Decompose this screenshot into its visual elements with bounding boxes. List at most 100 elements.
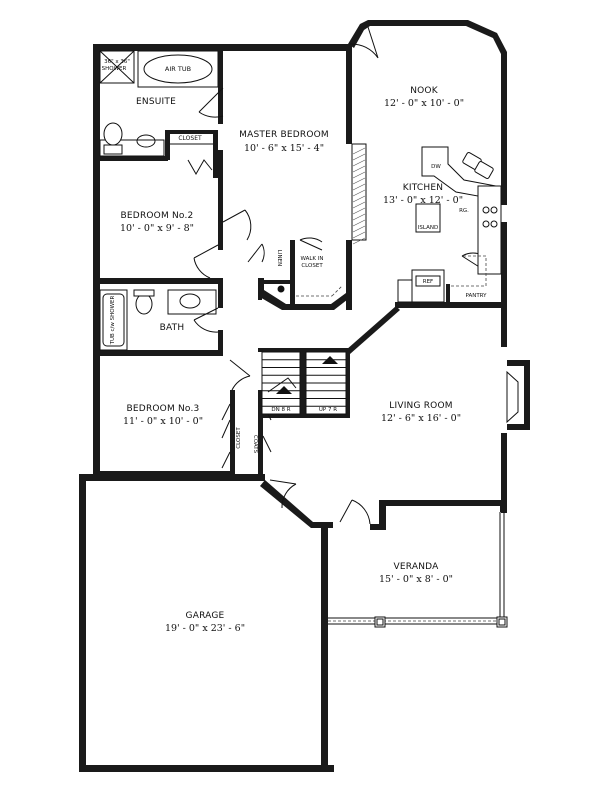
stairs: DN 8 R UP 7 R (261, 351, 347, 415)
east-wall-lower (501, 433, 507, 513)
ensuite-closet-wall (165, 132, 170, 160)
ensuite-sink (136, 134, 156, 148)
stair-divider (300, 350, 306, 416)
sink-right (474, 161, 494, 179)
veranda-column-2 (496, 616, 508, 628)
partition-hatch (352, 147, 366, 155)
garage-south-wall (79, 765, 334, 772)
stair-break (267, 377, 297, 393)
kitchen-island (415, 203, 441, 233)
bath-door (193, 307, 219, 333)
bath-vanity (167, 289, 217, 315)
garage-name: GARAGE (186, 611, 225, 621)
living-angle-wall (346, 306, 400, 354)
living-south-wall (385, 500, 507, 506)
veranda-dim: 15' - 0" x 8' - 0" (379, 574, 453, 585)
partition-hatch (352, 219, 366, 227)
partition-hatch (352, 231, 366, 239)
entry-jog (370, 500, 386, 530)
pantry-wall (446, 284, 450, 302)
front-door (339, 499, 371, 525)
walk-in-linen-divider (290, 240, 295, 304)
fridge-side-counter (397, 279, 413, 303)
master-dim: 10' - 6" x 15' - 4" (244, 143, 324, 154)
burner-3 (482, 220, 490, 228)
veranda-column-1 (374, 616, 386, 628)
bedroom3-dim: 11' - 0" x 10' - 0" (123, 416, 203, 427)
partition-hatch (352, 183, 366, 191)
kitchen-fixtures: DW ISLAND RG. REF PANTRY (351, 143, 502, 303)
bed3-door (229, 359, 251, 391)
entry-angle-wall (260, 480, 333, 528)
walk-in-rod-2 (331, 285, 343, 297)
bedroom2-dim: 10' - 0" x 9' - 8" (120, 223, 194, 234)
partition-hatch (352, 237, 366, 245)
ensuite-toilet-bowl (103, 122, 123, 146)
bedroom2-name: BEDROOM No.2 (121, 211, 194, 221)
kitchen-partition (351, 143, 367, 241)
island-label: ISLAND (418, 225, 438, 231)
fireplace-bump (507, 360, 530, 430)
veranda-name: VERANDA (394, 562, 440, 572)
bath-east-wall-upper (218, 278, 223, 308)
master-nook-wall-upper (346, 44, 352, 144)
fireplace-hearth (506, 370, 519, 424)
partition-hatch (352, 153, 366, 161)
bath-toilet-bowl (135, 293, 153, 315)
garage-door-swing (269, 479, 297, 509)
bed2-south-wall (93, 278, 223, 284)
partition-hatch (352, 201, 366, 209)
kitchen-name: KITCHEN (403, 183, 443, 193)
linen-door (247, 243, 265, 263)
nook-door (349, 26, 379, 59)
bath-sink (179, 293, 201, 309)
kitchen-dim: 13' - 0" x 12' - 0" (383, 195, 463, 206)
ensuite-label: ENSUITE (136, 97, 176, 107)
ensuite-door (198, 87, 224, 118)
air-tub (143, 54, 213, 84)
bath-tub (99, 289, 128, 351)
closet-labels: WALK IN CLOSET LINEN CLOSET COATS (236, 250, 343, 454)
ensuite-fixtures: 36" x 36" SHOWER AIR TUB ENSUITE CLOSET (99, 50, 219, 176)
range-label: RG. (459, 208, 469, 214)
kitchen-east-counter (477, 185, 502, 275)
kitchen-living-wall (395, 302, 501, 308)
dn-label: DN 8 R (271, 407, 290, 413)
walk-in-label-1: WALK IN (300, 256, 323, 262)
burner-1 (482, 206, 490, 214)
veranda-column-1-inner (376, 618, 384, 626)
master-name: MASTER BEDROOM (239, 130, 329, 140)
closet-east-wall (213, 130, 218, 178)
up-label: UP 7 R (319, 407, 337, 413)
tub-shower-label: TUB c/w SHOWER (110, 295, 116, 345)
stair-south-wall (258, 414, 350, 418)
partition-hatch (352, 225, 366, 233)
garage-dim: 19' - 0" x 23' - 6" (165, 623, 245, 634)
ensuite-south-wall (93, 156, 168, 161)
bifold-door (187, 159, 213, 176)
linen-label: LINEN (276, 250, 282, 266)
nook-bay-wall (348, 20, 507, 205)
living-name: LIVING ROOM (389, 401, 452, 411)
ensuite-closet-label: CLOSET (178, 135, 202, 142)
bath-south-wall (93, 350, 223, 356)
room-labels: NOOK 12' - 0" x 10' - 0" KITCHEN 13' - 0… (120, 86, 464, 634)
ensuite-master-wall (218, 44, 223, 124)
up-arrow (322, 356, 338, 364)
west-wall (93, 44, 100, 478)
bath-toilet-tank (133, 289, 155, 297)
burner-2 (490, 206, 498, 214)
air-tub-label: AIR TUB (165, 65, 191, 73)
partition-hatch (352, 207, 366, 215)
ref-label: REF (423, 279, 433, 285)
shower-label: SHOWER (102, 66, 127, 72)
bath-fixtures: TUB c/w SHOWER BATH (99, 289, 217, 351)
air-tub-box (137, 50, 219, 88)
fridge-unit (415, 275, 441, 287)
partition-hatch (352, 171, 366, 179)
partition-hatch (352, 195, 366, 203)
closet-coats-wall (258, 390, 263, 480)
down-arrow (276, 386, 292, 394)
interior-walls (93, 44, 501, 480)
